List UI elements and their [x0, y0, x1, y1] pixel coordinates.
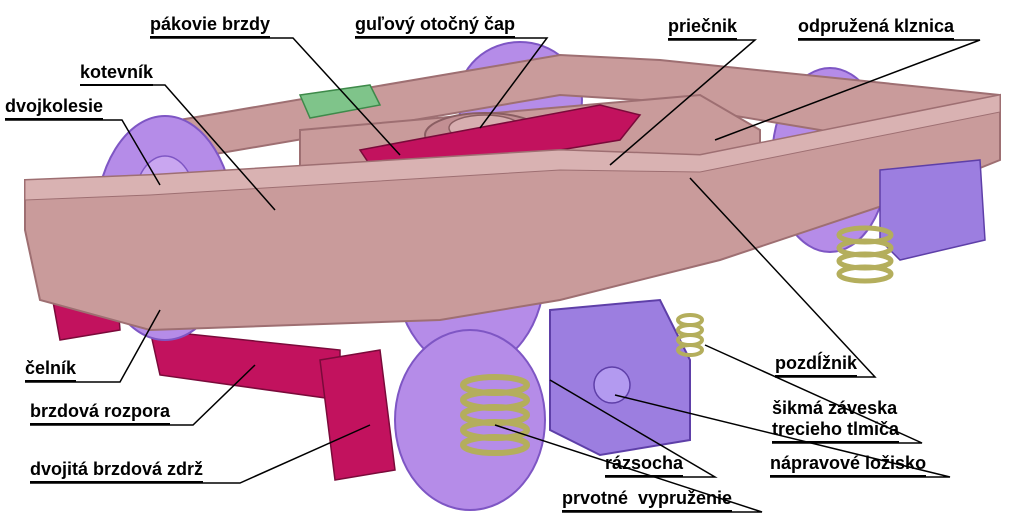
primary-spring-right [836, 225, 894, 284]
leader-lines [5, 37, 981, 513]
label-priecnik: priečnik [668, 16, 738, 40]
axle-box-right [879, 159, 986, 261]
label-gulovy-otocny-cap: guľový otočný čap [355, 14, 515, 38]
label-napravove-lozisko: nápravové ložisko [770, 453, 927, 477]
label-odpruzena-klznica: odpružená klznica [798, 16, 955, 40]
label-brzdova-rozpora: brzdová rozpora [30, 401, 171, 425]
label-prvotne-vypruzenie: prvotné vypruženie [562, 488, 733, 512]
brake-shoe-front [319, 349, 396, 481]
label-celnik: čelník [25, 358, 77, 382]
brake-rod [149, 329, 341, 401]
label-pakove-brzdy: pákovie brzdy [150, 14, 271, 38]
label-sikma-zaveska-line1: šikmá záveska [772, 398, 898, 418]
label-sikma-zaveska: šikmá záveska trecieho tlmiča [772, 398, 900, 443]
sliding-pad-rear [298, 84, 382, 119]
label-razsocha: rázsocha [605, 453, 684, 477]
axle-box-bolt [593, 366, 631, 404]
side-frame-front-top [24, 94, 1001, 201]
label-pozdiznik: pozdĺžnik [775, 353, 857, 377]
label-kotevnik: kotevník [80, 62, 154, 86]
label-dvojita-brzdova-zdrz: dvojitá brzdová zdrž [30, 459, 204, 483]
primary-spring-front [460, 374, 530, 456]
damper-spring [676, 313, 704, 357]
label-sikma-zaveska-line2: trecieho tlmiča [772, 419, 900, 443]
label-dvojkolesie: dvojkolesie [5, 96, 104, 120]
